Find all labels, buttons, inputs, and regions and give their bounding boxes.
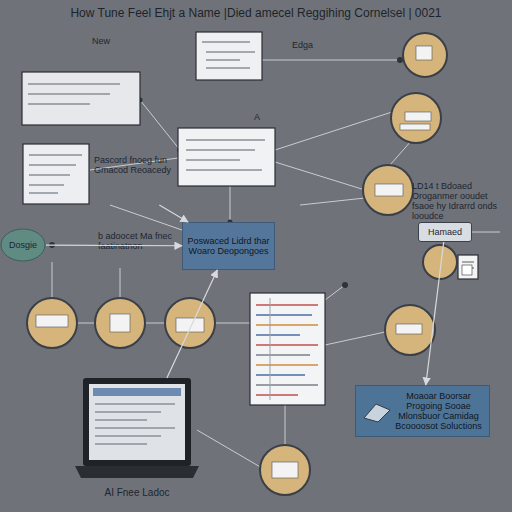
text-label: LD14 t Bdoaed Oroganmer ooudet fsaoe hy …	[412, 181, 510, 221]
node-text: Hamaed	[428, 227, 462, 237]
node-text: Pascord fnoeg fun Gmacod Reoacedy	[94, 155, 190, 175]
node-text: AI Fnee Ladoc	[75, 488, 199, 498]
laptop-illustration	[75, 378, 199, 482]
connector-arrow	[426, 242, 444, 385]
process-box: Poswaced Lidrd thar Woaro Deopongoes	[182, 222, 275, 270]
process-box: Moaoar Boorsar Progoing Sooae Mlonsbuor …	[355, 385, 490, 437]
screenshot-image	[22, 143, 90, 205]
connector-arrow	[159, 205, 188, 222]
tag-box: Hamaed	[418, 222, 472, 242]
paper-icon	[362, 400, 392, 424]
screenshot-box: Pascord fnoeg fun Gmacod Reoacedy	[22, 143, 192, 205]
diagram-title: How Tune Feel Ehjt a Name |Died amecel R…	[0, 6, 512, 20]
node-text: Poswaced Lidrd thar Woaro Deopongoes	[186, 236, 271, 256]
text-label: Edga	[292, 40, 332, 50]
process-ellipse: Dosgie	[0, 228, 46, 262]
connector-arrow	[167, 270, 217, 378]
laptop-node: AI Fnee Ladoc	[75, 378, 199, 506]
text-label: A	[254, 112, 274, 122]
text-label: b adoocet Ma fnec faatinatnon	[98, 231, 178, 251]
node-text: Dosgie	[9, 240, 37, 250]
text-label: New	[92, 36, 132, 46]
node-text: Moaoar Boorsar Progoing Sooae Mlonsbuor …	[394, 391, 483, 431]
